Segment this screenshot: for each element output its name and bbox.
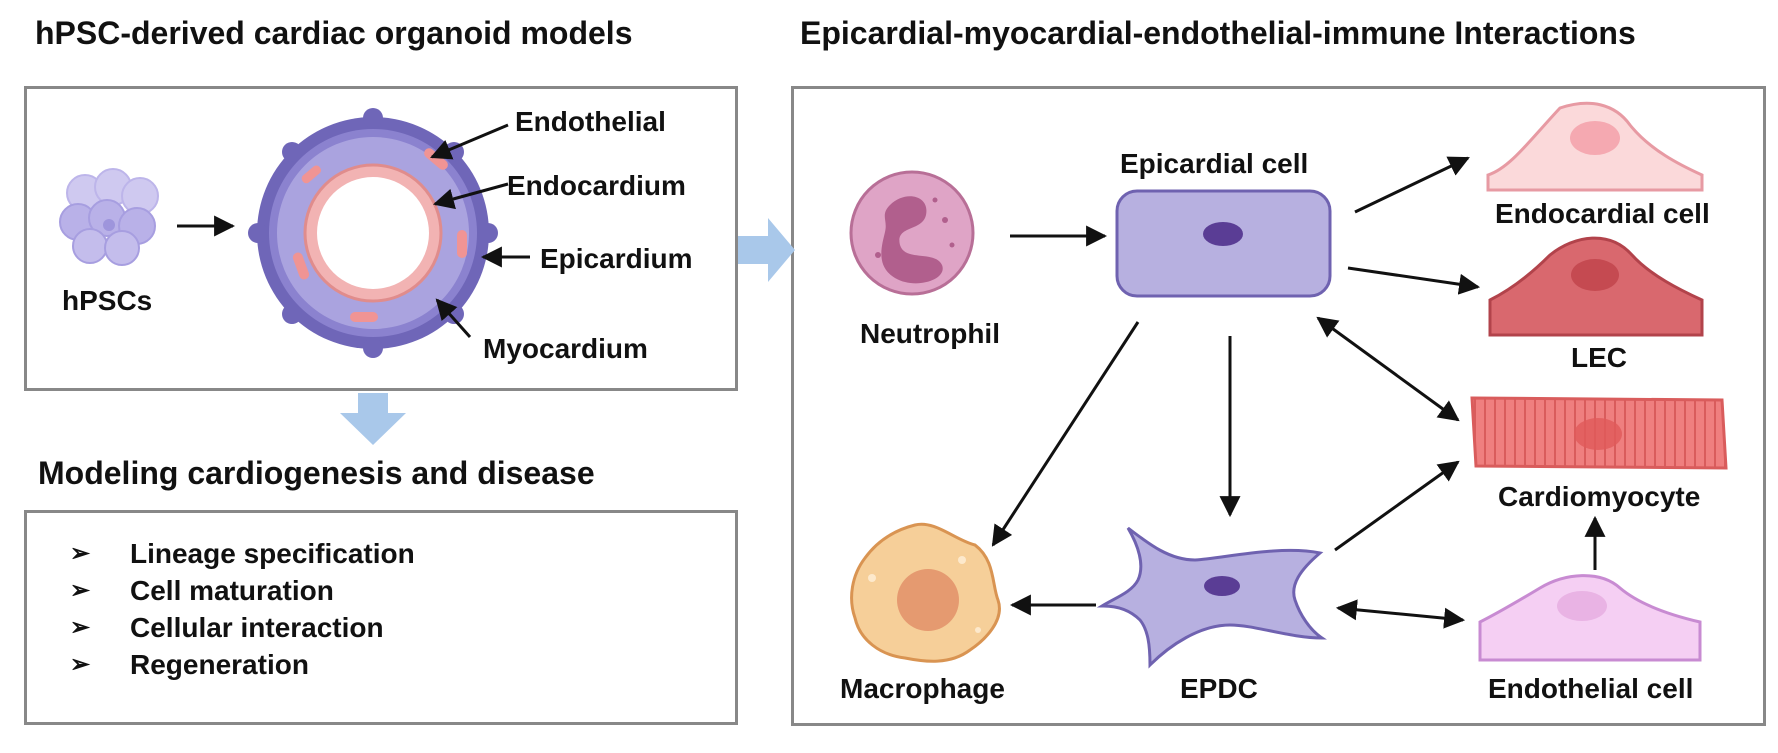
list-item: ➢ Cell maturation [70, 572, 415, 609]
modeling-panel [24, 510, 738, 725]
epicardium-label: Epicardium [540, 243, 693, 274]
organoid-panel [24, 86, 738, 391]
macrophage-icon [850, 522, 1001, 663]
bullet-arrow-icon: ➢ [70, 577, 91, 604]
epdc-to-cardiomyocyte-arrow [1334, 460, 1460, 552]
right-panel-title: Epicardial-myocardial-endothelial-immune… [800, 15, 1636, 51]
epicardial-cardiomyocyte-arrow [1316, 316, 1460, 422]
cardiomyocyte-label: Cardiomyocyte [1498, 481, 1701, 512]
left-panel-title: hPSC-derived cardiac organoid models [35, 15, 633, 51]
epicardial-to-macrophage-arrow [991, 321, 1140, 547]
neutrophil-icon [849, 170, 975, 296]
epdc-icon [1096, 526, 1327, 669]
block-arrow-right [738, 218, 795, 282]
list-item-label: Cellular interaction [130, 612, 384, 643]
list-item-label: Cell maturation [130, 575, 334, 606]
endocardium-leader [432, 182, 509, 210]
epicardial-cell-icon [1115, 189, 1332, 298]
list-item-label: Lineage specification [130, 538, 415, 569]
modeling-list: ➢Lineage specification ➢Cell maturation … [70, 535, 415, 683]
epdc-endothelial-arrow [1335, 599, 1466, 629]
endocardial-cell-icon [1486, 101, 1704, 192]
hpscs-label: hPSCs [62, 285, 153, 316]
interactions-panel [791, 86, 1766, 726]
neutrophil-label: Neutrophil [860, 318, 1000, 349]
epicardial-to-lec-arrow [1347, 266, 1481, 295]
endothelial-cell-icon [1478, 574, 1702, 662]
lec-label: LEC [1571, 342, 1627, 373]
hpsc-cluster-icon [59, 168, 159, 266]
endothelial-leader [430, 123, 509, 160]
endocardial-cell-label: Endocardial cell [1495, 198, 1710, 229]
epicardial-cell-label: Epicardial cell [1120, 148, 1309, 179]
cardiomyocyte-icon [1470, 396, 1728, 470]
myocardium-leader [435, 298, 472, 338]
myocardium-label: Myocardium [483, 333, 648, 364]
endothelial-label: Endothelial [515, 106, 666, 137]
list-item: ➢ Cellular interaction [70, 609, 415, 646]
lec-icon [1488, 236, 1704, 337]
block-arrow-down [340, 393, 406, 445]
endothelial-cell-label: Endothelial cell [1488, 673, 1694, 704]
modeling-title: Modeling cardiogenesis and disease [38, 455, 595, 491]
macrophage-label: Macrophage [840, 673, 1005, 704]
list-item: ➢ Lineage specification [70, 535, 415, 572]
list-item-label: Regeneration [130, 649, 309, 680]
bullet-arrow-icon: ➢ [70, 614, 91, 641]
epdc-label: EPDC [1180, 673, 1258, 704]
bullet-arrow-icon: ➢ [70, 540, 91, 567]
list-item: ➢ Regeneration [70, 646, 415, 683]
cardiac-organoid-icon [248, 108, 498, 358]
epicardial-to-endocardial-arrow [1354, 156, 1470, 214]
endocardium-label: Endocardium [507, 170, 686, 201]
bullet-arrow-icon: ➢ [70, 651, 91, 678]
